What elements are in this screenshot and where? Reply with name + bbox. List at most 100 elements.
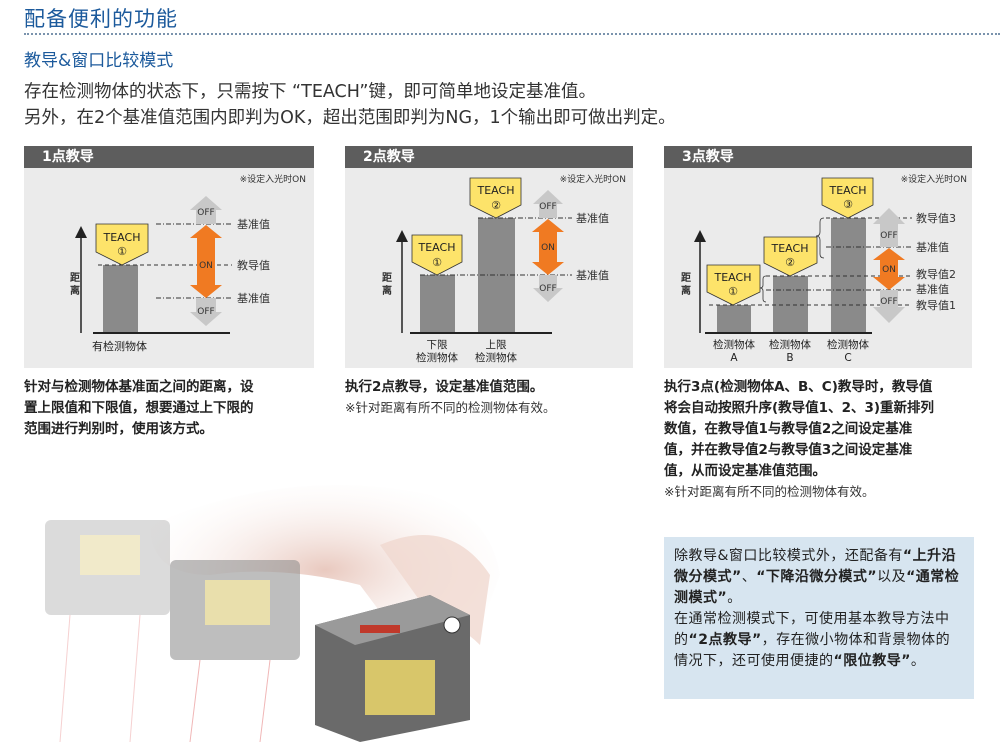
section-title: 教导&窗口比较模式 (24, 51, 174, 71)
info-text: ，存在微小物体和背景物体的情况下，还可使用便捷的 (674, 632, 951, 669)
range-brace (759, 275, 767, 303)
on-arrow (532, 219, 564, 275)
panel-3-caption: 执行3点(检测物体A、B、C)教导时，教导值 将会自动按照升序(教导值1、2、3… (664, 377, 984, 501)
object-label: B (786, 352, 793, 364)
teach-diagrams: ※设定入光时ON 距 离 TEACH ① OFF ON OFF 基准值 教导值 … (70, 173, 967, 364)
caption-line: 范围进行判别时，使用该方式。 (24, 421, 213, 437)
info-box: 除教导&窗口比较模式外，还配备有“上升沿微分模式”、“下降沿微分模式”以及“通常… (664, 537, 974, 699)
object-label: C (844, 352, 851, 364)
object-label: 检测物体 (416, 351, 458, 364)
on-arrow (190, 225, 222, 298)
on-label: ON (882, 265, 896, 275)
panel-3-header: 3点教导 (664, 146, 972, 168)
two-point-teach: “2点教导” (688, 632, 762, 648)
object-label: 上限 (486, 339, 507, 351)
caption-line: 数值，在教导值1与教导值2之间设定基准 (664, 421, 913, 437)
off-arrow-down (190, 298, 222, 326)
panel-2-header: 2点教导 (345, 146, 633, 168)
panel-2-caption: 执行2点教导，设定基准值范围。 ※针对距离有所不同的检测物体有效。 (345, 377, 635, 417)
teach-badge (95, 223, 149, 266)
teach-number: ③ (843, 198, 853, 211)
caption-line: 置上限值和下限值，想要通过上下限的 (24, 400, 254, 416)
intro-line-1: 存在检测物体的状态下，只需按下 “TEACH”键，即可简单地设定基准值。 (24, 82, 596, 102)
caption-line: 针对与检测物体基准面之间的距离，设 (24, 379, 254, 395)
title-divider (24, 33, 1000, 35)
page-title: 配备便利的功能 (24, 7, 178, 31)
on-label: ON (541, 243, 555, 253)
line-label: 基准值 (576, 269, 609, 282)
teach-number: ② (491, 199, 501, 212)
caption-line: 执行2点教导，设定基准值范围。 (345, 379, 544, 395)
teach-number: ① (728, 285, 738, 298)
panel-1-caption: 针对与检测物体基准面之间的距离，设 置上限值和下限值，想要通过上下限的 范围进行… (24, 377, 319, 440)
caption-footnote: ※针对距离有所不同的检测物体有效。 (345, 400, 556, 415)
teach-badge (469, 177, 522, 219)
teach-badge (706, 264, 761, 306)
teach-badge (821, 177, 874, 219)
mode-falling-edge: “下降沿微分模式” (756, 569, 878, 585)
panel-1-header: 1点教导 (24, 146, 314, 168)
caption-line: 执行3点(检测物体A、B、C)教导时，教导值 (664, 379, 933, 395)
sensor-image-middle (170, 560, 300, 742)
off-label: OFF (539, 202, 556, 212)
info-text: 以及 (877, 569, 907, 585)
info-text: 在通常检测模式下，可使用基本教导方法中的 (674, 611, 950, 648)
line-label: 基准值 (576, 212, 609, 225)
range-brace (815, 217, 825, 259)
caption-line: 值，并在教导值2与教导值3之间设定基准 (664, 442, 913, 458)
sensor-image-front (315, 595, 470, 742)
info-text: 、 (741, 569, 757, 585)
caption-line: 将会自动按照升序(教导值1、2、3)重新排列 (664, 400, 935, 416)
note-light-on: ※设定入光时ON (240, 173, 306, 185)
axis-label: 离 (681, 284, 691, 297)
teach-number: ① (117, 245, 127, 258)
diagram-1point: ※设定入光时ON 距 离 TEACH ① OFF ON OFF 基准值 教导值 … (70, 173, 306, 353)
teach-badge (763, 236, 818, 277)
teach-number: ② (785, 256, 795, 269)
teach-label: TEACH (477, 184, 515, 197)
off-label: OFF (880, 231, 897, 241)
teach-label: TEACH (418, 241, 456, 254)
off-label: OFF (880, 297, 897, 307)
mode-normal-detection: “通常检测模式” (674, 569, 960, 606)
line-label: 教导值2 (916, 268, 956, 281)
teach-number: ① (432, 256, 442, 269)
caption-line: 值，从而设定基准值范围。 (664, 463, 826, 479)
info-text: 。 (727, 590, 742, 606)
object-label: 检测物体 (769, 338, 811, 351)
info-text: 除教导&窗口比较模式外，还配备有 (674, 548, 903, 564)
object-label: 检测物体 (827, 338, 869, 351)
line-label: 基准值 (237, 218, 270, 231)
object-label: 检测物体 (713, 338, 755, 351)
limit-teach: “限位教导” (833, 653, 911, 669)
off-arrow-up (533, 190, 563, 218)
on-arrow (873, 248, 905, 290)
object-label: 下限 (427, 339, 448, 351)
off-label: OFF (197, 307, 214, 317)
mode-rising-edge: “上升沿微分模式” (674, 548, 957, 585)
object-label: 有检测物体 (92, 339, 147, 353)
line-label: 教导值1 (916, 299, 956, 312)
sensor-image-back (45, 520, 170, 742)
on-label: ON (199, 261, 213, 271)
object-bar (103, 265, 138, 333)
info-text: 。 (910, 653, 926, 669)
panel-1-body (24, 168, 314, 368)
axis-label: 离 (382, 284, 392, 297)
intro-line-2: 另外，在2个基准值范围内即判为OK，超出范围即判为NG，1个输出即可做出判定。 (24, 108, 676, 128)
axis-label: 距 (382, 272, 392, 284)
object-a-bar (717, 305, 751, 333)
object-label: 检测物体 (475, 351, 517, 364)
off-arrow-up (190, 196, 222, 224)
note-light-on: ※设定入光时ON (901, 173, 967, 185)
line-label: 基准值 (237, 292, 270, 305)
off-arrow-up (873, 208, 905, 247)
axis-label: 距 (681, 272, 691, 284)
axis-label: 离 (70, 284, 80, 297)
note-light-on: ※设定入光时ON (560, 173, 626, 185)
teach-label: TEACH (714, 271, 752, 284)
off-arrow-down (533, 275, 563, 302)
line-label: 教导值3 (916, 212, 956, 225)
teach-label: TEACH (829, 184, 867, 197)
teach-label: TEACH (771, 242, 809, 255)
